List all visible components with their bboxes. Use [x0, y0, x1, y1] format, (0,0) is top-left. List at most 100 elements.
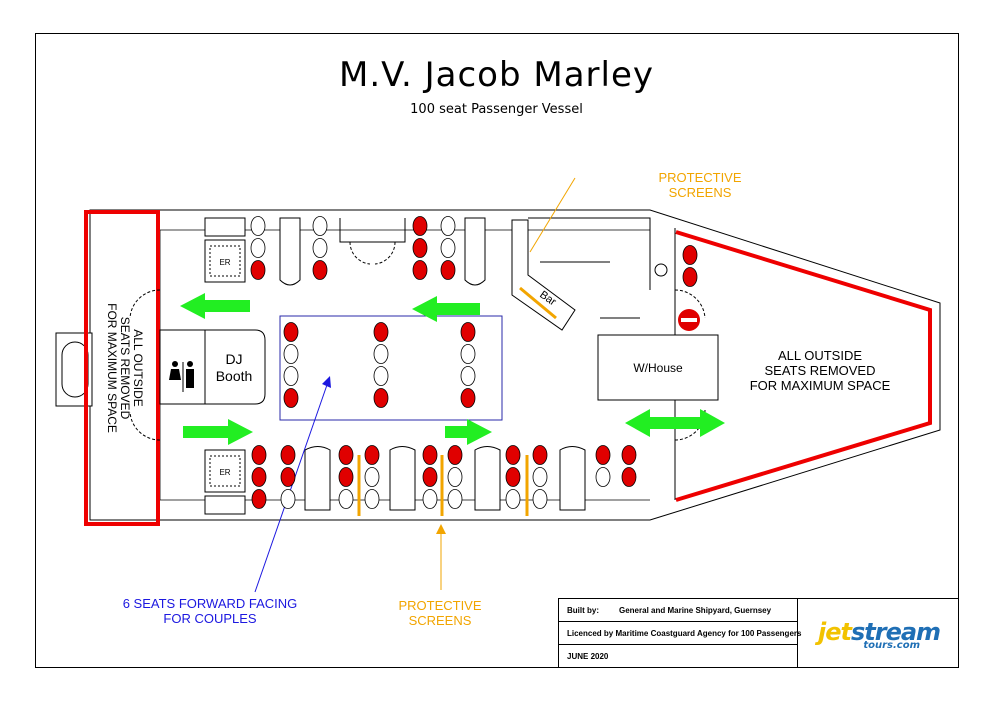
seat-red-3 [250, 260, 266, 280]
seat-white-25 [364, 467, 380, 487]
seat-red-51 [460, 322, 476, 342]
seat-white-20 [280, 489, 296, 509]
note-screens-top: PROTECTIVE SCREENS [640, 170, 760, 200]
arrow-right-1 [183, 419, 253, 445]
toilet-icon [169, 361, 194, 392]
forward-outside-area [675, 230, 932, 502]
seat-white-37 [532, 467, 548, 487]
seat-red-41 [621, 445, 637, 465]
fwd-outside-line2: SEATS REMOVED [764, 363, 875, 378]
seat-red-7 [412, 216, 428, 236]
seat-red-30 [447, 445, 463, 465]
wheelhouse-label: W/House [633, 361, 683, 375]
seat-red-14 [682, 267, 698, 287]
seat-red-34 [505, 467, 521, 487]
dj-label-1: DJ [225, 351, 242, 367]
seat-red-18 [280, 445, 296, 465]
screen-bar [519, 286, 557, 320]
seat-red-8 [412, 238, 428, 258]
seat-red-43 [283, 322, 299, 342]
seat-red-13 [682, 245, 698, 265]
page-subtitle: 100 seat Passenger Vessel [410, 102, 583, 117]
er-box-bottom [204, 449, 246, 493]
logo-stream: stream [850, 618, 941, 646]
arrow-left-1 [180, 293, 250, 319]
logo-sub: tours.com [863, 640, 920, 651]
seat-red-12 [440, 260, 456, 280]
aft-outside-line1: ALL OUTSIDE [131, 329, 145, 407]
bar-counter [511, 219, 576, 331]
seat-white-1 [250, 216, 266, 236]
table-bottom-4 [559, 446, 586, 511]
table-top-2 [464, 217, 486, 286]
seat-red-27 [422, 445, 438, 465]
couples-area [279, 315, 503, 421]
er-label-top: ER [219, 258, 230, 267]
table-bottom-3 [474, 446, 501, 511]
seat-red-19 [280, 467, 296, 487]
aft-outside-line2: SEATS REMOVED [118, 317, 132, 420]
seat-white-38 [532, 489, 548, 509]
seat-red-17 [251, 489, 267, 509]
er-label-bottom: ER [219, 468, 230, 477]
seat-white-11 [440, 238, 456, 258]
seat-red-6 [312, 260, 328, 280]
seat-white-4 [312, 216, 328, 236]
note-couples: 6 SEATS FORWARD FACING FOR COUPLES [100, 596, 320, 626]
logo-jet: jet [818, 618, 852, 646]
callout-couples [254, 381, 329, 593]
title-block: Built by:General and Marine Shipyard, Gu… [558, 598, 959, 668]
seat-white-35 [505, 489, 521, 509]
seat-white-10 [440, 216, 456, 236]
seat-white-49 [373, 366, 389, 386]
title-block-built-by: Built by:General and Marine Shipyard, Gu… [559, 599, 798, 622]
seat-red-39 [595, 445, 611, 465]
seat-white-40 [595, 467, 611, 487]
note-screens-bottom: PROTECTIVE SCREENS [380, 598, 500, 628]
seat-red-46 [283, 388, 299, 408]
note-screens-bottom-line1: PROTECTIVE [398, 598, 482, 613]
built-by-label: Built by: [567, 606, 599, 615]
door-top [339, 218, 406, 243]
seat-white-31 [447, 467, 463, 487]
callout-screens-top [529, 177, 576, 253]
seat-white-52 [460, 344, 476, 364]
note-screens-bottom-line2: SCREENS [408, 613, 472, 628]
seat-white-29 [422, 489, 438, 509]
seat-white-23 [338, 489, 354, 509]
hull-outline [89, 209, 941, 521]
door-swing-aft-top [129, 289, 161, 319]
arrow-both [625, 409, 725, 437]
seat-red-36 [532, 445, 548, 465]
drawing-frame [35, 33, 959, 668]
seat-red-42 [621, 467, 637, 487]
title-block-date: JUNE 2020 [559, 645, 798, 668]
locker-bottom-left [204, 495, 246, 515]
aft-outside-note: ALL OUTSIDE SEATS REMOVED FOR MAXIMUM SP… [105, 303, 145, 433]
seats-layer [250, 216, 698, 509]
note-screens-top-line1: PROTECTIVE [658, 170, 742, 185]
note-couples-line1: 6 SEATS FORWARD FACING [122, 596, 298, 611]
jetstream-logo: jetstream tours.com [818, 618, 941, 651]
table-bottom-2 [389, 446, 416, 511]
fwd-outside-line3: FOR MAXIMUM SPACE [750, 378, 891, 393]
seat-red-24 [364, 445, 380, 465]
aft-outside-area [84, 210, 160, 526]
seat-white-26 [364, 489, 380, 509]
seat-red-16 [251, 467, 267, 487]
table-bottom-1 [304, 446, 331, 511]
seat-red-28 [422, 467, 438, 487]
note-screens-top-line2: SCREENS [668, 185, 732, 200]
seat-white-5 [312, 238, 328, 258]
arrow-right-2 [445, 419, 492, 445]
seat-red-22 [338, 467, 354, 487]
seat-red-47 [373, 322, 389, 342]
aft-outside-line3: FOR MAXIMUM SPACE [105, 303, 119, 433]
seat-white-48 [373, 344, 389, 364]
page-title: M.V. Jacob Marley [338, 55, 654, 95]
seat-red-54 [460, 388, 476, 408]
seat-red-33 [505, 445, 521, 465]
locker-top-left [204, 217, 246, 237]
er-box-top [204, 239, 246, 283]
